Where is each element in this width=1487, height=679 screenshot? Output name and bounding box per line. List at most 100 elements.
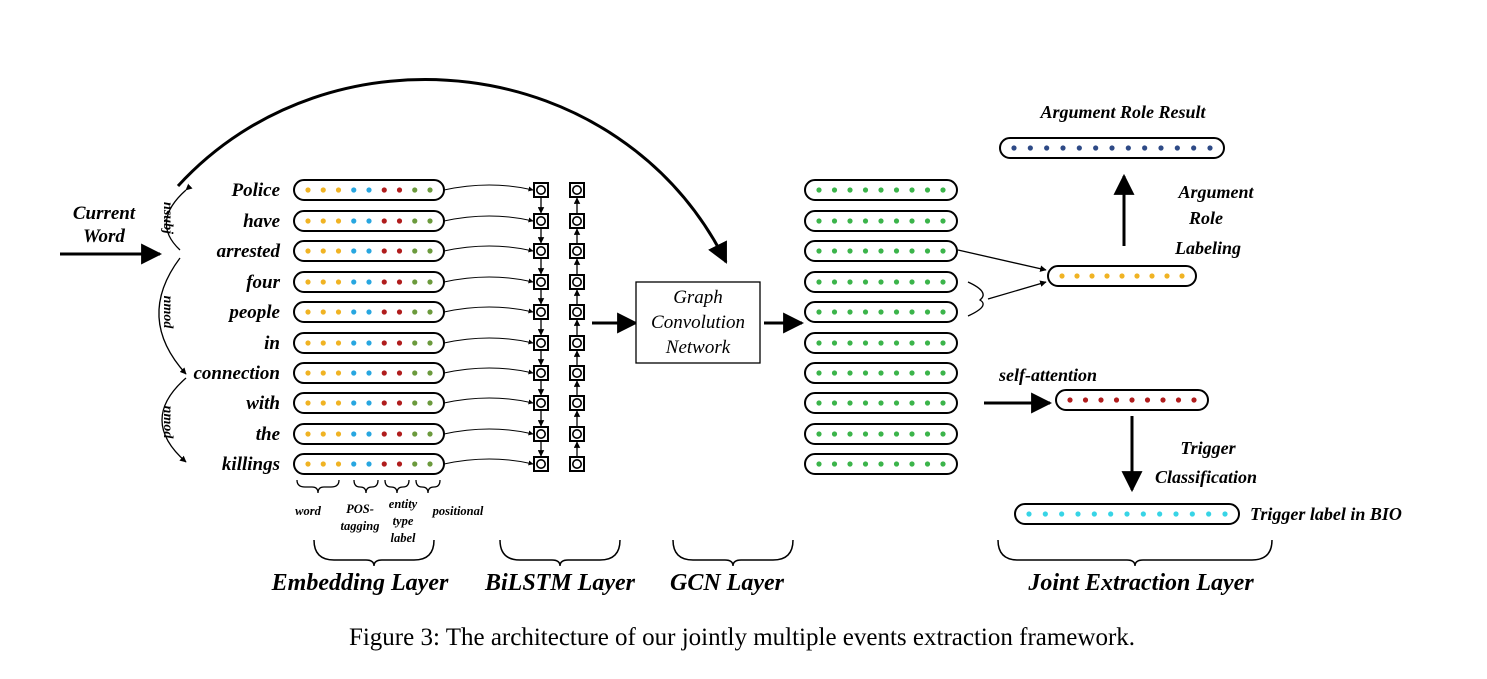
vector-dot xyxy=(1091,511,1097,517)
vector-dot xyxy=(305,340,311,346)
vector-dot xyxy=(1074,273,1080,279)
vector-dot xyxy=(1129,397,1135,403)
vector-dot xyxy=(335,248,342,254)
vector-dot xyxy=(1113,397,1120,403)
vector-dot xyxy=(816,187,822,193)
embedding-vector xyxy=(293,271,445,293)
component-positional: positional xyxy=(432,504,484,518)
vector-dot xyxy=(427,461,433,467)
backward-lstm-cell xyxy=(569,274,585,290)
vector-dot xyxy=(320,370,326,376)
vector-dot xyxy=(862,431,869,437)
vector-dot xyxy=(1144,397,1151,403)
vector-dot xyxy=(940,248,946,254)
layer-label-bilstm: BiLSTM Layer xyxy=(484,570,636,596)
vector-dot xyxy=(305,370,311,376)
layer-label-joint: Joint Extraction Layer xyxy=(1027,570,1254,596)
vector-dot xyxy=(320,218,326,224)
vector-dot xyxy=(1042,511,1048,517)
vector-dot xyxy=(351,340,357,346)
embedding-vector xyxy=(293,240,445,262)
vector-dot xyxy=(335,340,342,346)
vector-dot xyxy=(1222,511,1228,517)
vector-dot xyxy=(1158,145,1164,151)
vector-dot xyxy=(396,279,403,285)
gcn-output-vector xyxy=(804,362,958,384)
vector-dot xyxy=(878,461,884,467)
embedding-component-labels: word POS- tagging entity type label posi… xyxy=(295,497,484,545)
embedding-vector xyxy=(293,362,445,384)
vector-dot xyxy=(847,461,853,467)
vector-dot xyxy=(893,370,900,376)
vector-dot xyxy=(1026,511,1032,517)
vector-dot xyxy=(924,461,931,467)
vector-dot xyxy=(335,279,342,285)
vector-dot xyxy=(412,461,418,467)
vector-dot xyxy=(847,431,853,437)
vector-dot xyxy=(351,218,357,224)
vector-dot xyxy=(335,309,342,315)
vector-dot xyxy=(305,431,311,437)
vector-dot xyxy=(1157,511,1163,517)
vector-dot xyxy=(924,187,931,193)
vector-dot xyxy=(862,400,869,406)
bilstm-cells xyxy=(443,182,585,472)
vector-dot xyxy=(893,279,900,285)
argument-role-labeling-label: Argument Role Labeling xyxy=(1174,182,1255,258)
vector-dot xyxy=(305,309,311,315)
vector-dot xyxy=(940,400,946,406)
vector-dot xyxy=(924,218,931,224)
vector-dot xyxy=(816,218,822,224)
vector-dot xyxy=(847,400,853,406)
component-entity-1: entity xyxy=(389,497,418,511)
vector-dot xyxy=(924,431,931,437)
backward-lstm-cell xyxy=(569,456,585,472)
layer-braces xyxy=(313,539,1273,567)
vector-dot xyxy=(909,248,915,254)
vector-dot xyxy=(831,218,838,224)
vector-dot xyxy=(1059,511,1065,517)
vector-dot xyxy=(1191,145,1197,151)
vector-dot xyxy=(335,370,342,376)
gcn-line-1: Graph xyxy=(673,287,723,308)
vector-dot xyxy=(940,431,946,437)
vector-dot xyxy=(893,309,900,315)
vector-dot xyxy=(924,400,931,406)
vector-dot xyxy=(320,248,326,254)
argument-result-vector-body xyxy=(999,137,1225,159)
gcn-output-vector xyxy=(804,240,958,262)
vector-dot xyxy=(847,279,853,285)
vector-dot xyxy=(351,431,357,437)
embedding-to-lstm-arrow xyxy=(443,397,534,405)
vector-dot xyxy=(427,218,433,224)
vector-dot xyxy=(427,248,433,254)
vector-dot xyxy=(320,309,326,315)
gcn-output-vector xyxy=(804,210,958,232)
vector-dot xyxy=(1173,511,1179,517)
vector-dot xyxy=(816,370,822,376)
vector-dot xyxy=(320,279,326,285)
vector-dot xyxy=(412,400,418,406)
nmod-arc-2 xyxy=(161,377,187,463)
backward-lstm-cell xyxy=(569,365,585,381)
word-label: connection xyxy=(193,363,280,384)
vector-dot xyxy=(1104,273,1110,279)
embedding-to-lstm-arrow xyxy=(443,184,534,192)
vector-dot xyxy=(831,187,838,193)
vector-dot xyxy=(396,431,403,437)
embedding-to-lstm-arrow xyxy=(443,367,534,375)
component-word: word xyxy=(295,504,321,518)
vector-dot xyxy=(1125,145,1131,151)
embedding-to-lstm-arrow xyxy=(443,215,534,223)
attention-vector-body xyxy=(1055,389,1209,411)
vector-dot xyxy=(305,248,311,254)
vector-dot xyxy=(909,218,915,224)
vector-dot xyxy=(351,400,357,406)
layer-label-gcn: GCN Layer xyxy=(670,570,785,596)
trigger-classification-line-1: Trigger xyxy=(1180,438,1236,458)
embedding-vector xyxy=(293,301,445,323)
vector-dot xyxy=(924,370,931,376)
embedding-to-lstm-arrow xyxy=(443,337,534,345)
backward-lstm-cell xyxy=(569,182,585,198)
vector-dot xyxy=(878,248,884,254)
